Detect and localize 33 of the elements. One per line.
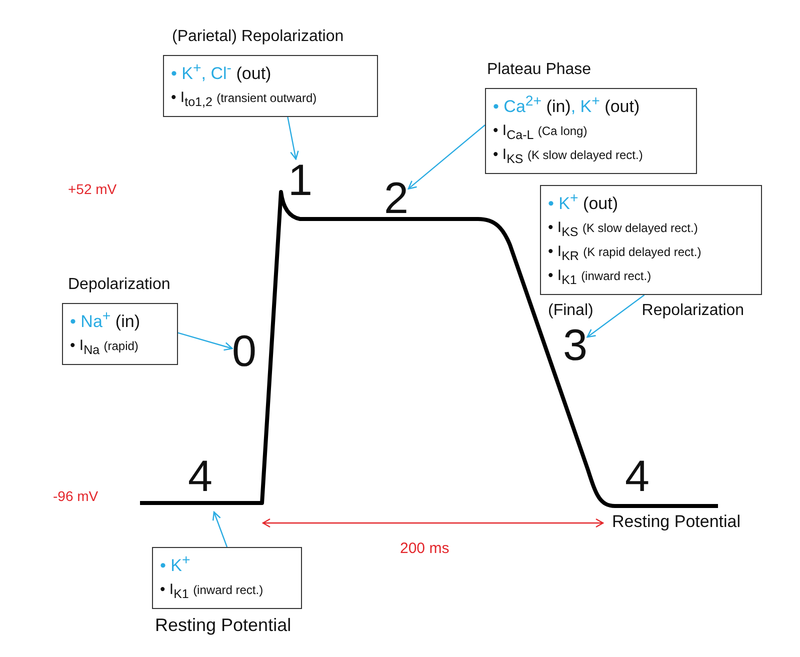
heading: (Final) Repolarization bbox=[547, 301, 746, 321]
voltage-label: +52 mV bbox=[68, 181, 117, 197]
current-list-item: • I$_{KS}$ (K slow delayed rect.) bbox=[493, 145, 644, 167]
current-list-item: • I$_{KS}$ (K slow delayed rect.) bbox=[548, 218, 699, 240]
ion-list-item: • K$^{+}$, Cl$^{-}$ (out) bbox=[171, 62, 272, 85]
current-list-item: • I$_{K1}$ (inward rect.) bbox=[160, 580, 264, 602]
heading: (Parietal) Repolarization bbox=[171, 27, 345, 47]
voltage-label: -96 mV bbox=[53, 488, 98, 504]
current-list-item: • I$_{to1,2}$ (transient outward) bbox=[171, 88, 318, 110]
ion-list-item: • K$^{+}$ bbox=[160, 554, 192, 577]
heading: Depolarization bbox=[67, 275, 172, 295]
phase-number: 0 bbox=[232, 330, 256, 374]
current-list-item: • I$_{Na}$ (rapid) bbox=[70, 336, 140, 358]
leader-arrow bbox=[586, 294, 645, 338]
heading: Resting Potential bbox=[154, 615, 292, 635]
phase-number: 4 bbox=[188, 455, 212, 499]
phase-number: 1 bbox=[288, 159, 312, 203]
ion-list-item: • K$^{+}$ (out) bbox=[548, 192, 619, 215]
leader-arrow bbox=[178, 332, 233, 351]
duration-label: 200 ms bbox=[400, 540, 450, 557]
leader-arrow bbox=[212, 511, 228, 548]
heading: Plateau Phase bbox=[486, 60, 592, 80]
current-list-item: • I$_{Ca-L}$ (Ca long) bbox=[493, 121, 588, 143]
current-list-item: • I$_{KR}$ (K rapid delayed rect.) bbox=[548, 242, 702, 264]
phase-number: 4 bbox=[625, 455, 650, 499]
phase-label: Resting Potential bbox=[612, 512, 741, 532]
ion-list-item: • Na$^{+}$ (in) bbox=[70, 310, 141, 333]
leader-arrow bbox=[287, 116, 299, 160]
current-list-item: • I$_{K1}$ (inward rect.) bbox=[548, 266, 652, 288]
phase-number: 3 bbox=[563, 324, 588, 368]
ion-list-item: • Ca$^{2+}$ (in), K$^{+}$ (out) bbox=[493, 95, 641, 118]
phase-number: 2 bbox=[384, 177, 408, 221]
leader-arrow bbox=[408, 124, 486, 190]
